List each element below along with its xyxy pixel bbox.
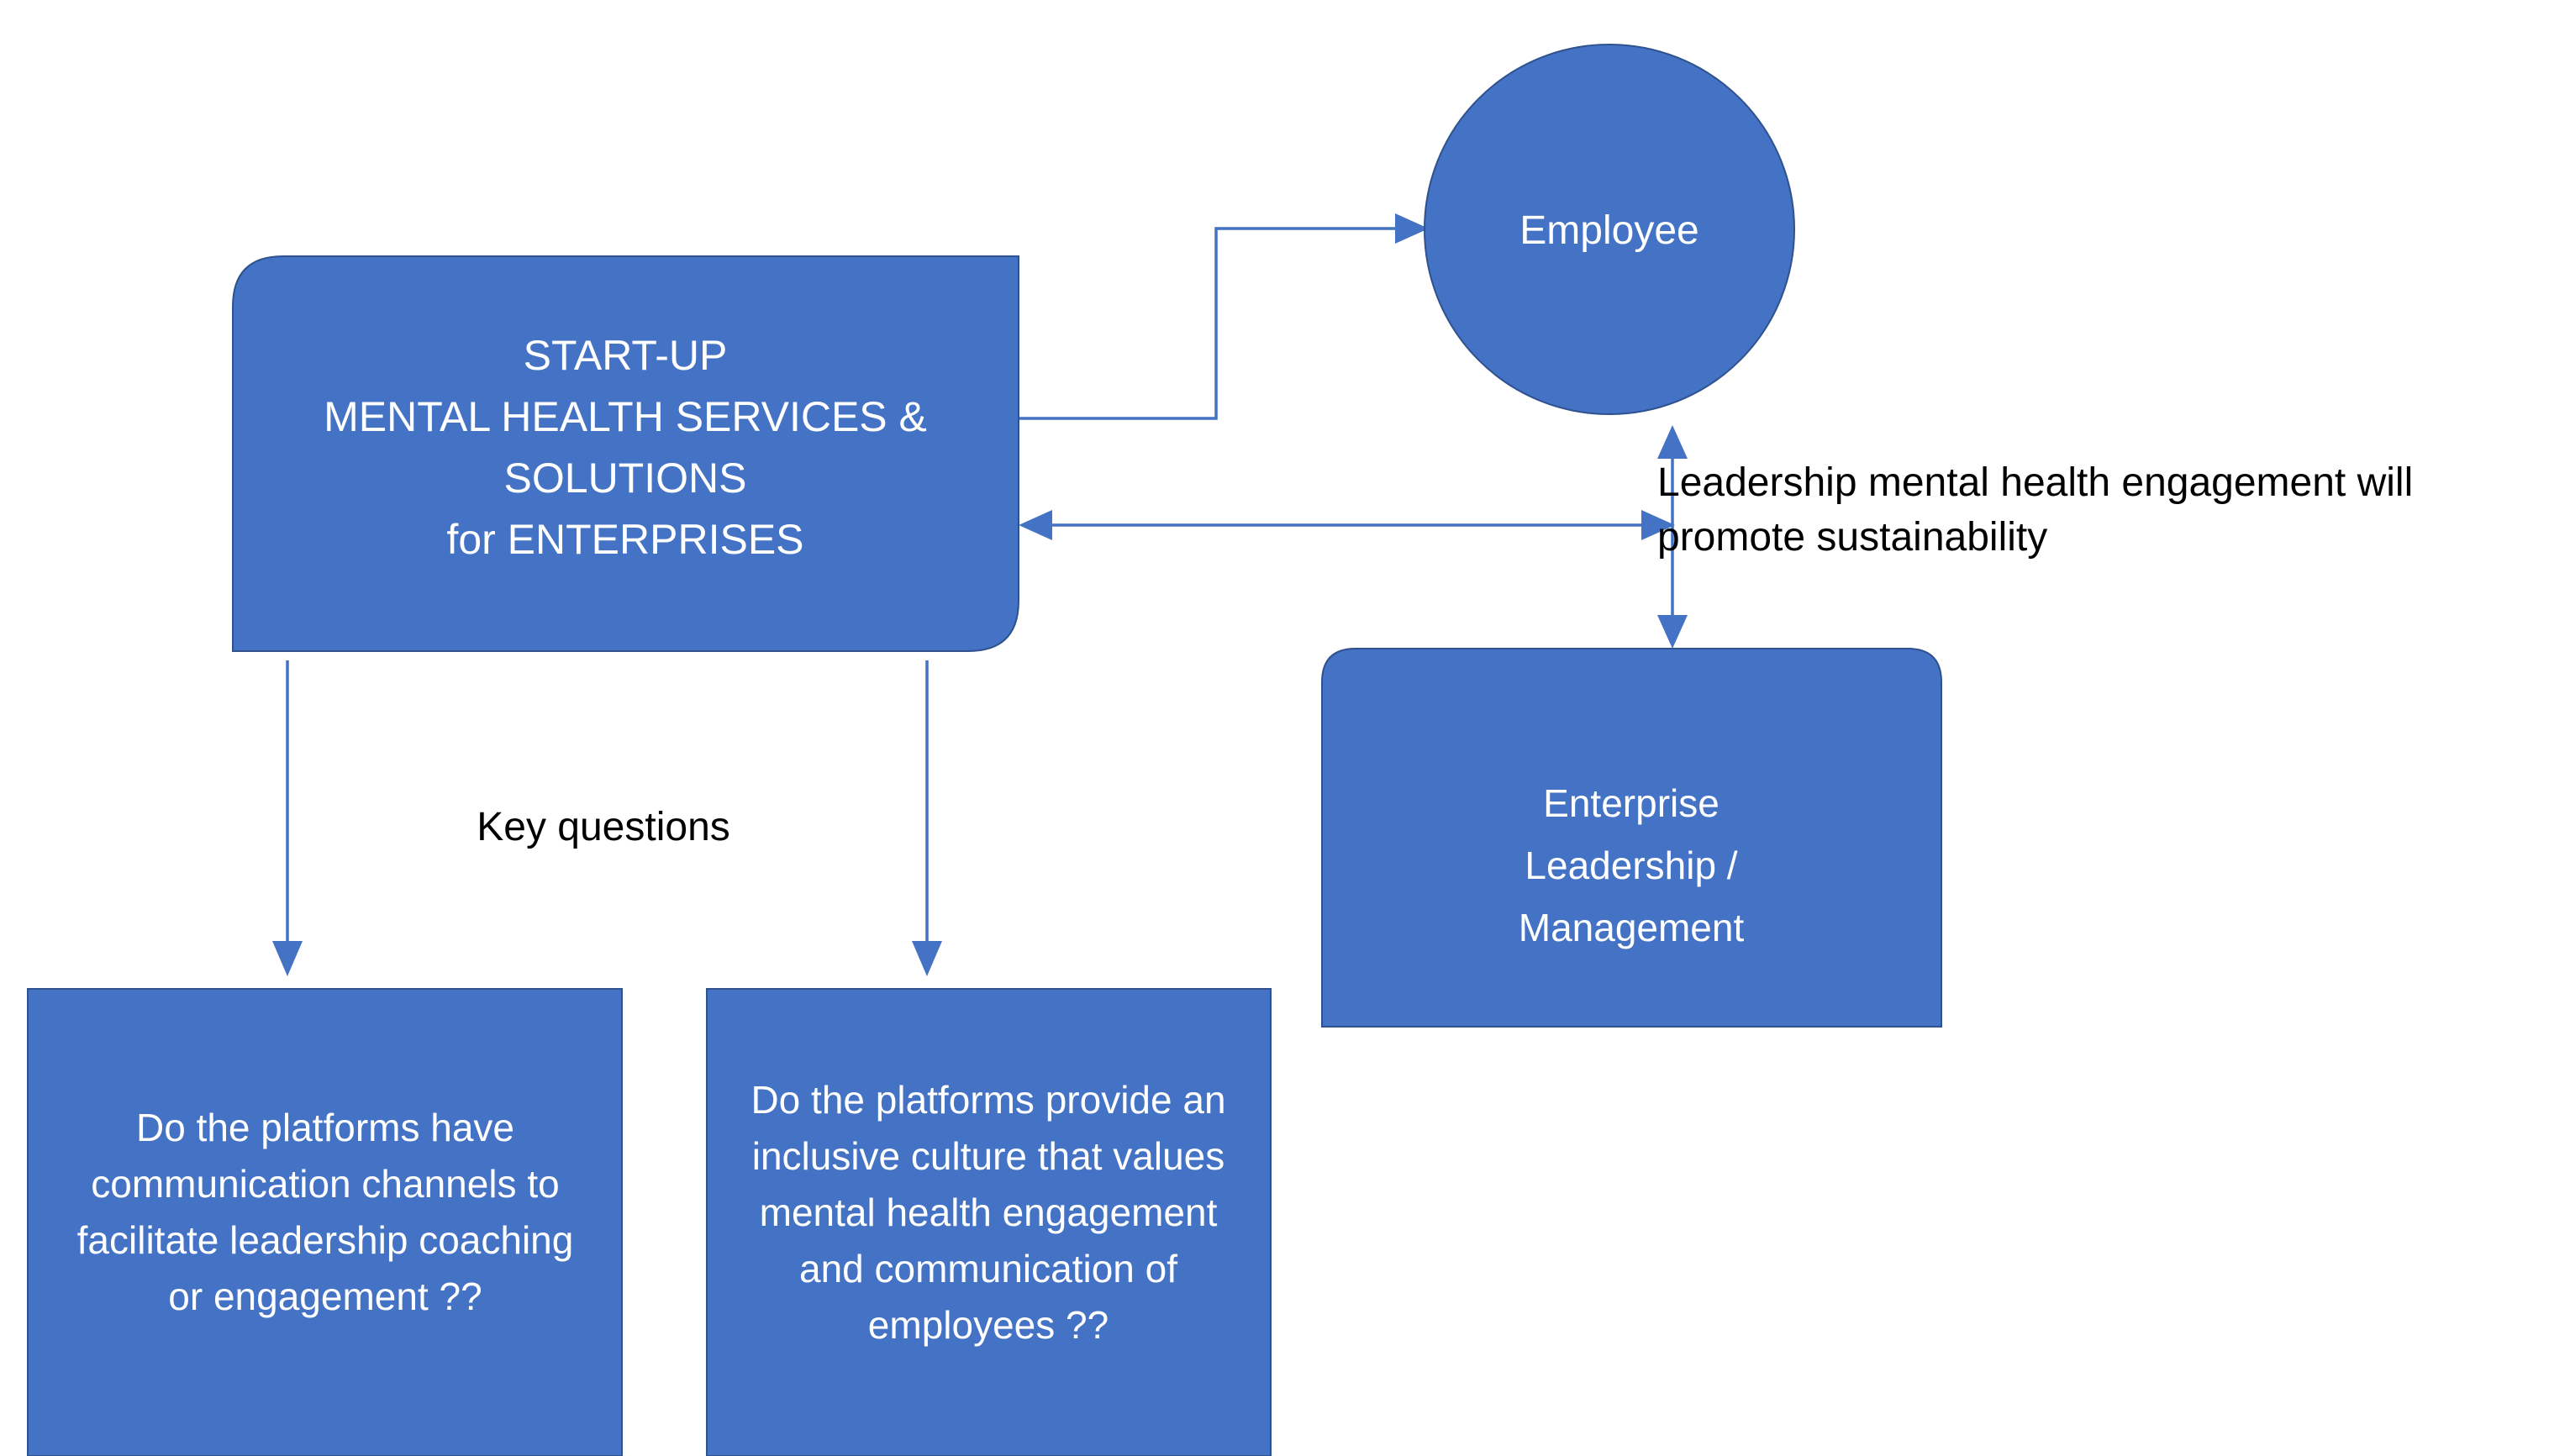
label-sustainability-note-line-1: Leadership mental health engagement will bbox=[1657, 460, 2413, 505]
connector-startup-to-enterprise[interactable] bbox=[1019, 510, 1675, 540]
node-question-one-box-shape bbox=[27, 988, 623, 1456]
node-enterprise-line-3: Management bbox=[1519, 906, 1745, 949]
label-sustainability-note: Leadership mental health engagement will… bbox=[1657, 460, 2413, 560]
node-question-two-line-1: Do the platforms provide an bbox=[750, 1078, 1225, 1122]
node-startup-box[interactable]: START-UP MENTAL HEALTH SERVICES & SOLUTI… bbox=[232, 255, 1019, 652]
arrow-head-left-startup bbox=[1019, 510, 1052, 540]
connector-startup-to-question-two[interactable] bbox=[912, 660, 942, 976]
connector-startup-to-question-one[interactable] bbox=[272, 660, 303, 976]
node-question-one-box[interactable]: Do the platforms have communication chan… bbox=[27, 988, 623, 1456]
node-question-two-line-2: inclusive culture that values bbox=[752, 1134, 1225, 1178]
arrow-head-down-enterprise bbox=[1657, 615, 1688, 649]
node-employee-label: Employee bbox=[1519, 208, 1698, 253]
node-question-one-line-4: or engagement ?? bbox=[168, 1275, 482, 1318]
node-question-one-line-3: facilitate leadership coaching bbox=[77, 1218, 574, 1262]
connector-startup-to-employee-line bbox=[1019, 227, 1414, 420]
node-startup-line-3: SOLUTIONS bbox=[504, 455, 747, 502]
node-startup-line-4: for ENTERPRISES bbox=[446, 516, 803, 563]
arrow-head-up-employee bbox=[1657, 425, 1688, 459]
node-question-two-line-3: mental health engagement bbox=[760, 1191, 1218, 1234]
connector-employee-to-enterprise[interactable] bbox=[1657, 425, 1688, 649]
node-startup-line-1: START-UP bbox=[524, 332, 728, 379]
node-startup-line-2: MENTAL HEALTH SERVICES & bbox=[324, 393, 927, 440]
node-enterprise-box-shape bbox=[1321, 648, 1942, 1028]
arrow-head-right-enterprise bbox=[1641, 510, 1675, 540]
node-question-two-line-4: and communication of bbox=[799, 1247, 1177, 1290]
node-question-two-box[interactable]: Do the platforms provide an inclusive cu… bbox=[706, 988, 1272, 1456]
node-employee-circle-shape bbox=[1424, 44, 1795, 415]
node-question-one-line-1: Do the platforms have bbox=[136, 1106, 514, 1149]
node-employee-circle[interactable]: Employee bbox=[1424, 44, 1795, 415]
node-startup-box-shape bbox=[232, 255, 1019, 652]
node-enterprise-box[interactable]: Enterprise Leadership / Management bbox=[1321, 648, 1942, 1028]
arrow-head-right-employee bbox=[1395, 213, 1429, 244]
node-enterprise-line-2: Leadership / bbox=[1525, 844, 1737, 887]
label-sustainability-note-line-2: promote sustainability bbox=[1657, 515, 2047, 560]
node-enterprise-line-1: Enterprise bbox=[1543, 781, 1720, 825]
node-question-two-line-5: employees ?? bbox=[868, 1303, 1109, 1347]
arrow-head-down-question-one bbox=[272, 941, 303, 976]
node-question-one-line-2: communication channels to bbox=[91, 1162, 559, 1206]
connector-startup-to-employee[interactable] bbox=[1019, 213, 1429, 420]
arrow-head-down-question-two bbox=[912, 941, 942, 976]
node-question-two-box-shape bbox=[706, 988, 1272, 1456]
label-key-questions: Key questions bbox=[477, 805, 730, 849]
